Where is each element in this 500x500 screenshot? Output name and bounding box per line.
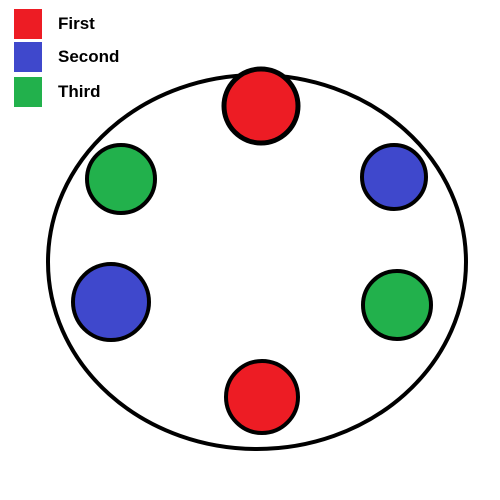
circle-lower-left <box>71 262 151 342</box>
legend-label-second: Second <box>58 47 120 66</box>
circle-top <box>221 66 301 146</box>
legend-swatch-blue <box>14 42 42 72</box>
circle-lower-right <box>361 269 433 341</box>
legend-swatch-red <box>14 9 42 39</box>
legend-swatch-green <box>14 77 42 107</box>
circle-upper-right <box>360 143 428 211</box>
circle-bottom <box>224 359 300 435</box>
circle-upper-left <box>85 143 157 215</box>
legend-label-third: Third <box>58 82 101 101</box>
legend-label-first: First <box>58 14 95 33</box>
